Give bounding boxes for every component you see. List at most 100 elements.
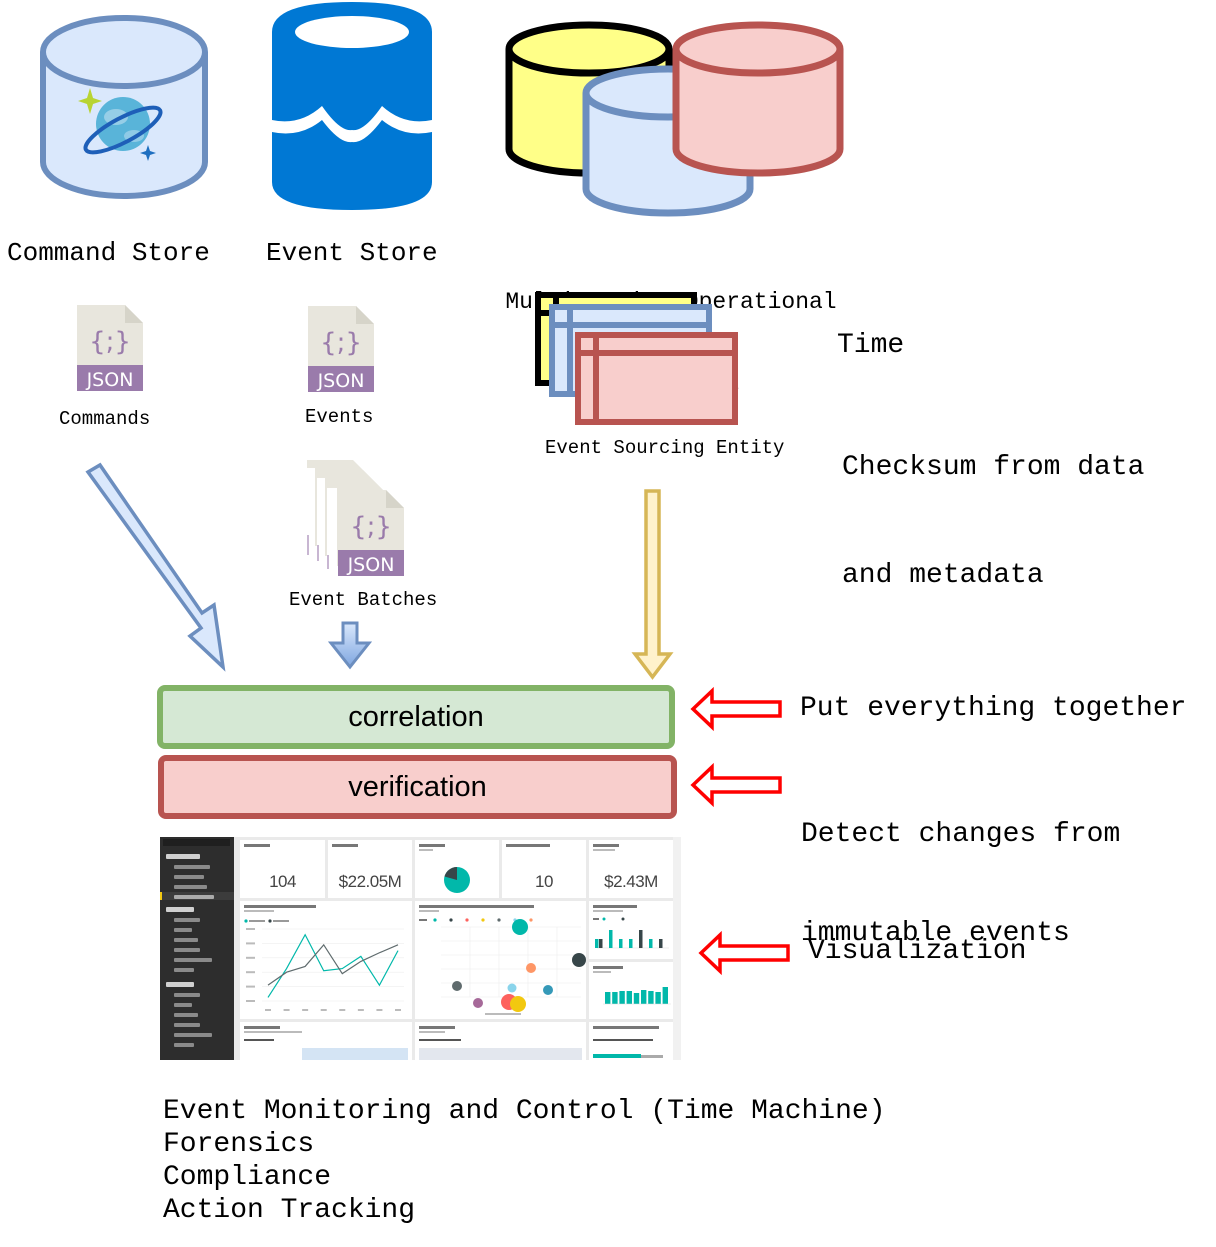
- kpi-value: 10: [535, 872, 553, 891]
- bubble: [526, 963, 536, 973]
- verification-note-arrow-icon: [690, 762, 782, 808]
- command-store-cylinder-icon: [40, 15, 208, 199]
- sales-pie-chart: [444, 867, 470, 893]
- kpi-tile-new-stores: 10: [502, 840, 586, 898]
- commands-json-file-icon: {;} JSON: [77, 305, 143, 391]
- events-json-file-icon: {;} JSON: [308, 306, 374, 392]
- bar: [629, 939, 633, 948]
- json-badge: JSON: [317, 370, 365, 392]
- x-tick-label: [283, 1009, 290, 1011]
- bar: [655, 992, 661, 1004]
- x-tick-label: [265, 1009, 271, 1011]
- bar: [633, 993, 640, 1004]
- legend-marker: [621, 917, 625, 921]
- bar: [609, 930, 613, 948]
- kpi-tile-sales-pie: [415, 840, 499, 898]
- bubble: [572, 953, 586, 967]
- entity-to-correlation-arrow: [631, 489, 674, 680]
- correlation-note: Put everything together: [800, 693, 1187, 724]
- checksum-note-line2: and metadata: [842, 560, 1044, 591]
- bubble: [473, 998, 483, 1008]
- json-badge: JSON: [86, 369, 134, 391]
- use-case-item: Compliance: [163, 1162, 332, 1193]
- svg-text:{;}: {;}: [320, 328, 362, 358]
- verification-note: Detect changes from immutable events: [801, 752, 1120, 983]
- dashboard-scrollbar: [673, 837, 681, 1060]
- bar: [662, 987, 668, 1004]
- event-store-label: Event Store: [266, 238, 438, 268]
- bar: [659, 939, 663, 948]
- bar: [626, 991, 632, 1004]
- use-case-item: Forensics: [163, 1129, 315, 1160]
- stores-opened-bar-tile: [589, 901, 673, 959]
- bubble: [512, 919, 528, 935]
- bubble: [452, 981, 462, 991]
- sales-per-sqft-bar-tile: [589, 962, 673, 1019]
- legend-marker: [268, 919, 272, 923]
- event-batches-json-files-icon: {;} JSON: [307, 460, 404, 576]
- x-tick-label: [395, 1009, 401, 1011]
- x-tick-label: [320, 1009, 327, 1011]
- x-tick-label: [339, 1009, 346, 1011]
- legend-label: [249, 920, 265, 922]
- svg-text:{;}: {;}: [89, 327, 131, 357]
- bubble: [543, 985, 553, 995]
- y-tick-label: [246, 1000, 255, 1002]
- stores-opened-bar-chart: [593, 917, 669, 949]
- sales-bubble-chart: [419, 918, 586, 1015]
- correlation-note-arrow-icon: [690, 686, 782, 732]
- multi-region-databases-icon: [505, 21, 844, 217]
- commands-label: Commands: [59, 408, 151, 430]
- sales-per-sqft-bar-chart: [603, 987, 671, 1005]
- bar: [605, 992, 611, 1004]
- y-tick-label: [246, 942, 255, 945]
- time-note: Time: [837, 330, 905, 361]
- checksum-note: Checksum from data and metadata: [842, 378, 1144, 630]
- series-line: [267, 933, 399, 998]
- bar: [599, 939, 603, 948]
- bar: [619, 939, 623, 948]
- event-store-cylinder-icon: [272, 2, 432, 210]
- bar: [619, 991, 625, 1004]
- kpi-tile-new-store-sales: $2.43M: [589, 840, 673, 898]
- bar: [648, 991, 654, 1004]
- bar: [595, 939, 599, 948]
- bar: [649, 939, 653, 948]
- dashboard-nav-pane: [160, 837, 234, 1060]
- nav-section-datasets: [166, 982, 194, 987]
- line-chart-tile: [240, 901, 412, 1019]
- verification-note-line1: Detect changes from: [801, 819, 1121, 850]
- verification-stage: verification: [158, 755, 677, 819]
- bar: [641, 990, 647, 1004]
- visualization-note: Visualization: [808, 936, 1027, 967]
- y-tick-label: [246, 956, 255, 959]
- json-badge: JSON: [347, 554, 395, 576]
- nav-section-dashboards: [166, 854, 200, 859]
- x-tick-label: [357, 1009, 364, 1011]
- bubble: [507, 983, 517, 993]
- series-line: [267, 943, 399, 986]
- events-label: Events: [305, 406, 374, 428]
- verification-label: verification: [348, 770, 487, 803]
- nav-section-reports: [166, 907, 194, 912]
- kpi-value: $22.05M: [338, 872, 402, 891]
- bar: [612, 992, 618, 1004]
- event-sourcing-entity-icon: [535, 292, 738, 425]
- event-sourcing-entity-label: Event Sourcing Entity: [545, 437, 785, 459]
- kpi-value: $2.43M: [604, 872, 658, 891]
- bubble-chart-tile: [415, 901, 586, 1019]
- verification-note-line2: immutable events: [801, 918, 1070, 949]
- region-database-red: [672, 21, 844, 177]
- kpi-tile-this-years-sales: $22.05M: [328, 840, 412, 898]
- use-case-item: Event Monitoring and Control (Time Machi…: [163, 1096, 886, 1127]
- entity-table-red: [575, 332, 738, 425]
- y-tick-label: [246, 971, 255, 974]
- map-preview: [419, 1048, 582, 1060]
- svg-text:{;}: {;}: [350, 512, 392, 542]
- bubble: [510, 996, 526, 1012]
- kpi-tile-total-stores: 104: [240, 840, 325, 898]
- dashboard-search-box: [163, 839, 230, 846]
- event-batches-to-correlation-arrow: [327, 621, 373, 670]
- visualization-note-arrow-icon: [698, 930, 790, 976]
- kpi-value: 104: [269, 872, 296, 891]
